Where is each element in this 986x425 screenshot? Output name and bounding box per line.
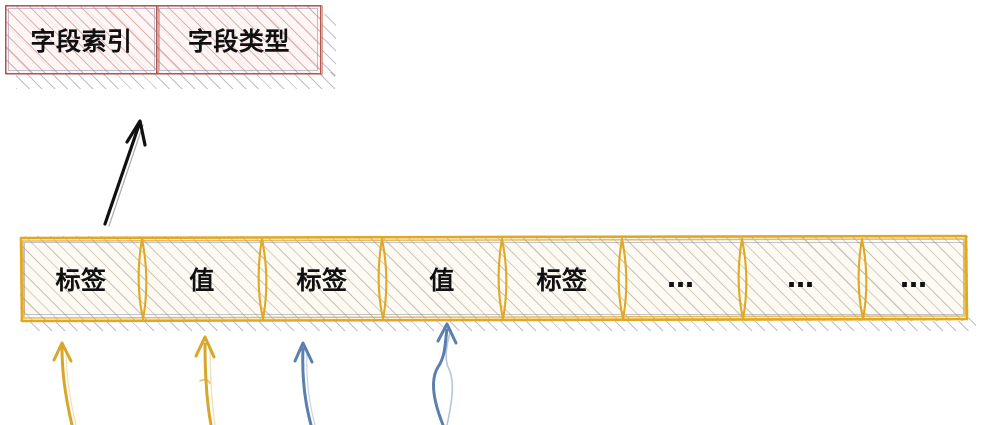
tag-value-cell-4[interactable]: 值 [382, 236, 502, 321]
tag-value-cell-list: 标签 值 标签 值 标签 … … … [20, 236, 968, 321]
arrow-tag-to-header [103, 119, 147, 227]
field-index-cell[interactable]: 字段索引 [5, 5, 158, 74]
tag-value-cell-5[interactable]: 标签 [502, 236, 622, 321]
field-header-table-shadow-bottom [16, 72, 335, 89]
field-type-cell[interactable]: 字段类型 [156, 5, 322, 74]
cell-label: 标签 [536, 265, 588, 295]
cell-label: … [787, 263, 817, 294]
cell-label: … [667, 263, 697, 294]
cell-label: 标签 [296, 265, 348, 295]
field-header-table: 字段索引 字段类型 [5, 5, 323, 74]
cell-label: … [900, 263, 930, 294]
tag-value-cell-3[interactable]: 标签 [262, 236, 382, 321]
field-header-table-shadow-right [322, 14, 336, 76]
field-type-label: 字段类型 [187, 26, 290, 56]
tag-value-cell-8[interactable]: … [862, 236, 968, 331]
tag-value-cell-1[interactable]: 标签 [20, 236, 142, 321]
tag-value-cell-6[interactable]: … [622, 236, 742, 331]
arrow-under-cell-1 [52, 341, 77, 425]
cell-label: 值 [189, 265, 215, 295]
tag-value-cell-2[interactable]: 值 [142, 236, 262, 321]
arrow-under-cell-2 [194, 335, 216, 425]
tag-value-cell-7[interactable]: … [742, 236, 862, 331]
tag-value-sequence: 标签 值 标签 值 标签 … … … [20, 236, 968, 321]
arrow-under-cell-3 [293, 341, 316, 425]
cell-label: 值 [429, 265, 455, 295]
cell-label: 标签 [55, 265, 107, 295]
field-index-label: 字段索引 [30, 26, 133, 56]
arrow-under-cell-4 [431, 322, 458, 425]
